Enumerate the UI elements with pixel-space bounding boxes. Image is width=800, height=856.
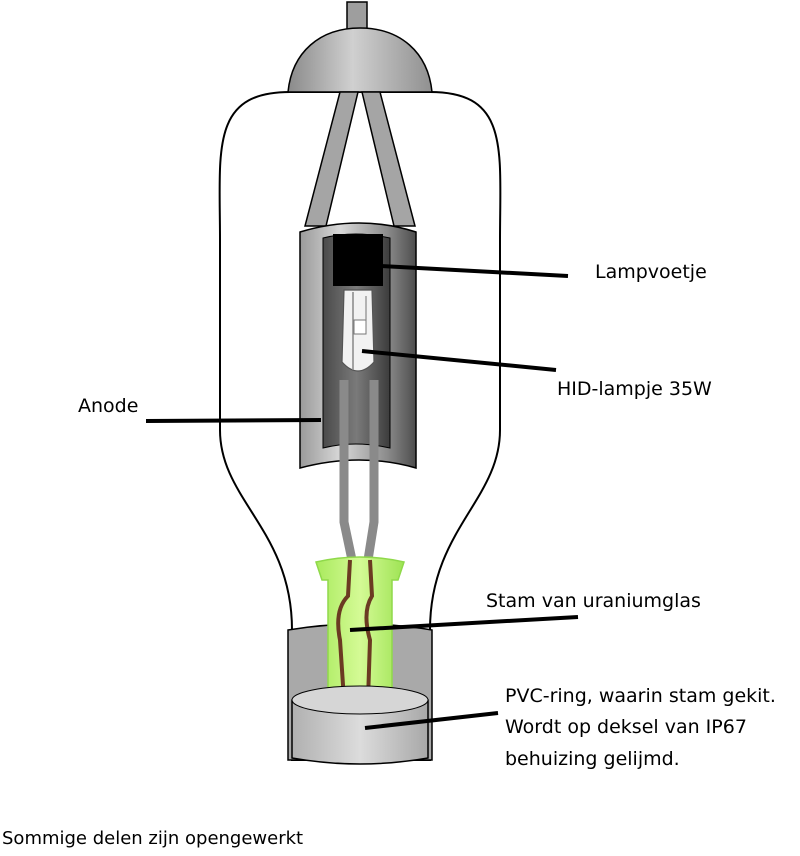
leader-hid-lamp <box>361 349 557 372</box>
support-strut-right <box>361 91 416 227</box>
label-anode: Anode <box>78 395 138 417</box>
leader-stam <box>349 615 579 632</box>
label-pvc-line1: PVC-ring, waarin stam gekit. <box>505 685 776 707</box>
leader-lampvoetje <box>379 264 569 278</box>
label-hid-lamp: HID-lampje 35W <box>557 378 712 400</box>
label-pvc-line2: Wordt op deksel van IP67 <box>505 716 747 738</box>
stem-wire-right <box>364 559 375 701</box>
leader-anode <box>145 418 322 423</box>
pvc-ring-top <box>291 685 429 715</box>
hid-lamp-arc-tube <box>353 319 367 335</box>
label-stam: Stam van uraniumglas <box>486 590 701 612</box>
support-strut-left <box>304 91 359 227</box>
top-cap <box>287 27 433 93</box>
label-pvc-line3: behuizing gelijmd. <box>505 748 680 770</box>
caption: Sommige delen zijn opengewerkt <box>2 828 303 849</box>
label-lampvoetje: Lampvoetje <box>595 261 707 283</box>
leader-pvc <box>364 711 499 730</box>
lamp-socket <box>333 234 383 286</box>
exhaust-tip <box>346 1 368 31</box>
stem-wire-left <box>336 559 352 701</box>
